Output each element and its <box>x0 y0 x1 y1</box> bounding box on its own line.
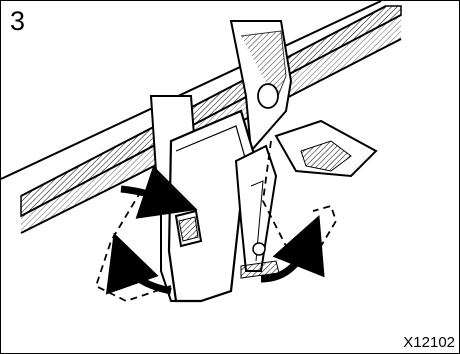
release-button <box>276 121 376 176</box>
step-number: 3 <box>10 6 25 37</box>
push-arrow <box>121 189 171 201</box>
figure-code: X12102 <box>403 334 455 351</box>
buckle-body <box>169 111 279 301</box>
